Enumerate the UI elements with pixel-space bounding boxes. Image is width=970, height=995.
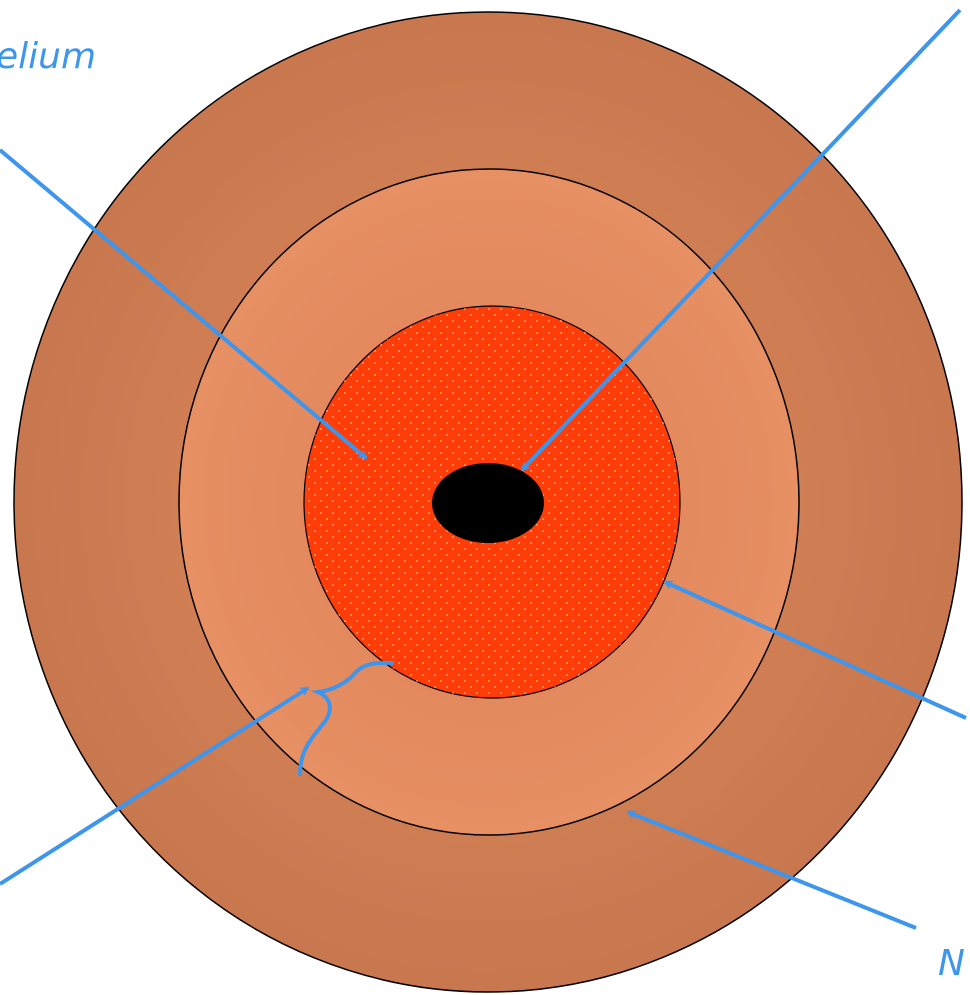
arrow-top-right-to-center-spot [520, 8, 962, 472]
arrow-bottom-left-to-brace [0, 686, 308, 886]
arrow-top-left-to-inner-disc [0, 148, 368, 460]
center-spot [432, 463, 544, 543]
label-top-left: elium [0, 36, 96, 77]
arrow-bottom-right-to-middle-ring-edge [628, 810, 917, 930]
label-bottom-right: N [938, 943, 965, 984]
curly-brace [298, 660, 394, 776]
arrow-right-to-inner-disc-edge [665, 580, 967, 720]
